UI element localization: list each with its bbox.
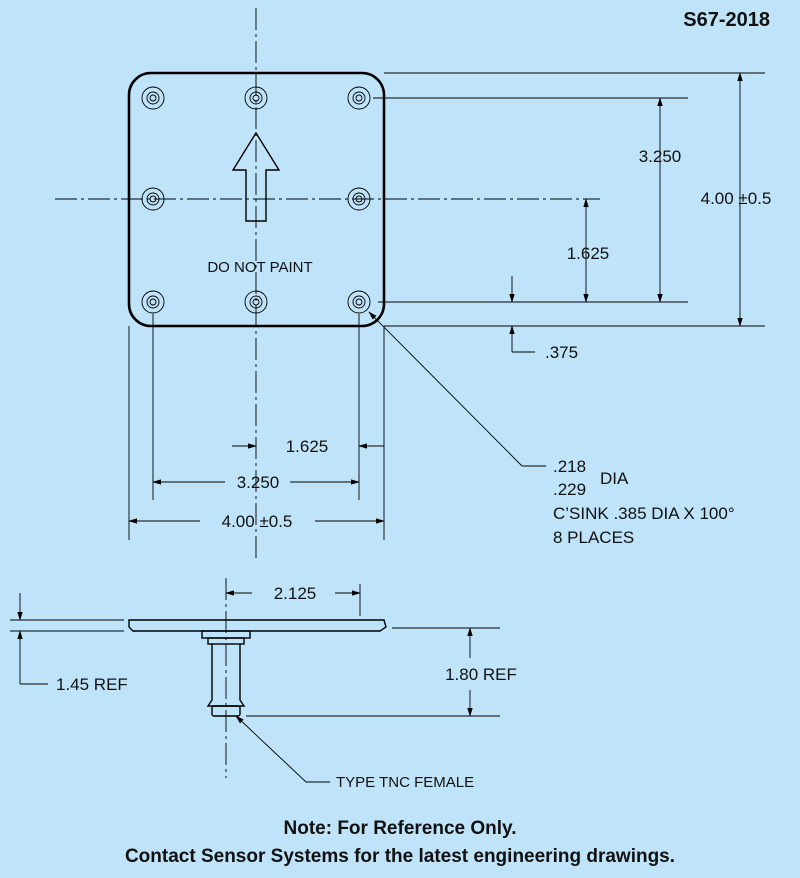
mounting-hole <box>244 290 268 314</box>
tnc-connector <box>201 630 251 717</box>
side-view: 2.125 1.45 REF 1.80 REF TYPE TNC FEMALE <box>10 578 517 791</box>
hole-count: 8 PLACES <box>553 528 634 547</box>
mounting-holes <box>141 86 371 314</box>
hole-dia-upper: .218 <box>553 457 586 476</box>
hole-dia-suffix: DIA <box>600 469 629 488</box>
connector-tip <box>211 705 241 717</box>
plate-label: DO NOT PAINT <box>207 259 312 276</box>
hole-callout: .218 .229 DIA C’SINK .385 DIA X 100° 8 P… <box>553 457 735 547</box>
up-arrow-icon <box>231 131 281 222</box>
connector-collar <box>207 637 245 645</box>
part-number: S67-2018 <box>683 9 770 31</box>
mounting-hole <box>347 86 371 110</box>
dim-hole-spacing-horizontal: 3.250 <box>237 473 280 492</box>
mounting-hole <box>141 187 165 211</box>
dim-hole-spacing-vertical: 3.250 <box>639 147 682 166</box>
mounting-hole <box>141 290 165 314</box>
dim-plate-width: 4.00 ±0.5 <box>222 512 293 531</box>
dim-plate-height: 4.00 ±0.5 <box>701 189 772 208</box>
dim-edge-offset: .375 <box>545 343 578 362</box>
hole-countersink: C’SINK .385 DIA X 100° <box>553 504 735 523</box>
mounting-hole <box>347 187 371 211</box>
mounting-hole <box>347 290 371 314</box>
plate-outline <box>127 71 386 328</box>
dim-half-spacing-horizontal: 1.625 <box>286 437 329 456</box>
mounting-hole <box>141 86 165 110</box>
hole-dia-lower: .229 <box>553 480 586 499</box>
top-view: DO NOT PAINT 4.00 ±0.5 3.250 1.625 .375 … <box>55 8 771 560</box>
dim-connector-offset: 2.125 <box>274 584 317 603</box>
dim-plate-ref: 1.45 REF <box>56 675 128 694</box>
note-contact: Contact Sensor Systems for the latest en… <box>125 846 675 867</box>
dim-half-spacing-vertical: 1.625 <box>567 244 610 263</box>
note-reference-only: Note: For Reference Only. <box>284 818 517 839</box>
plate-profile <box>128 619 387 632</box>
mounting-hole <box>244 86 268 110</box>
dim-connector-ref: 1.80 REF <box>445 665 517 684</box>
connector-label: TYPE TNC FEMALE <box>336 774 474 791</box>
